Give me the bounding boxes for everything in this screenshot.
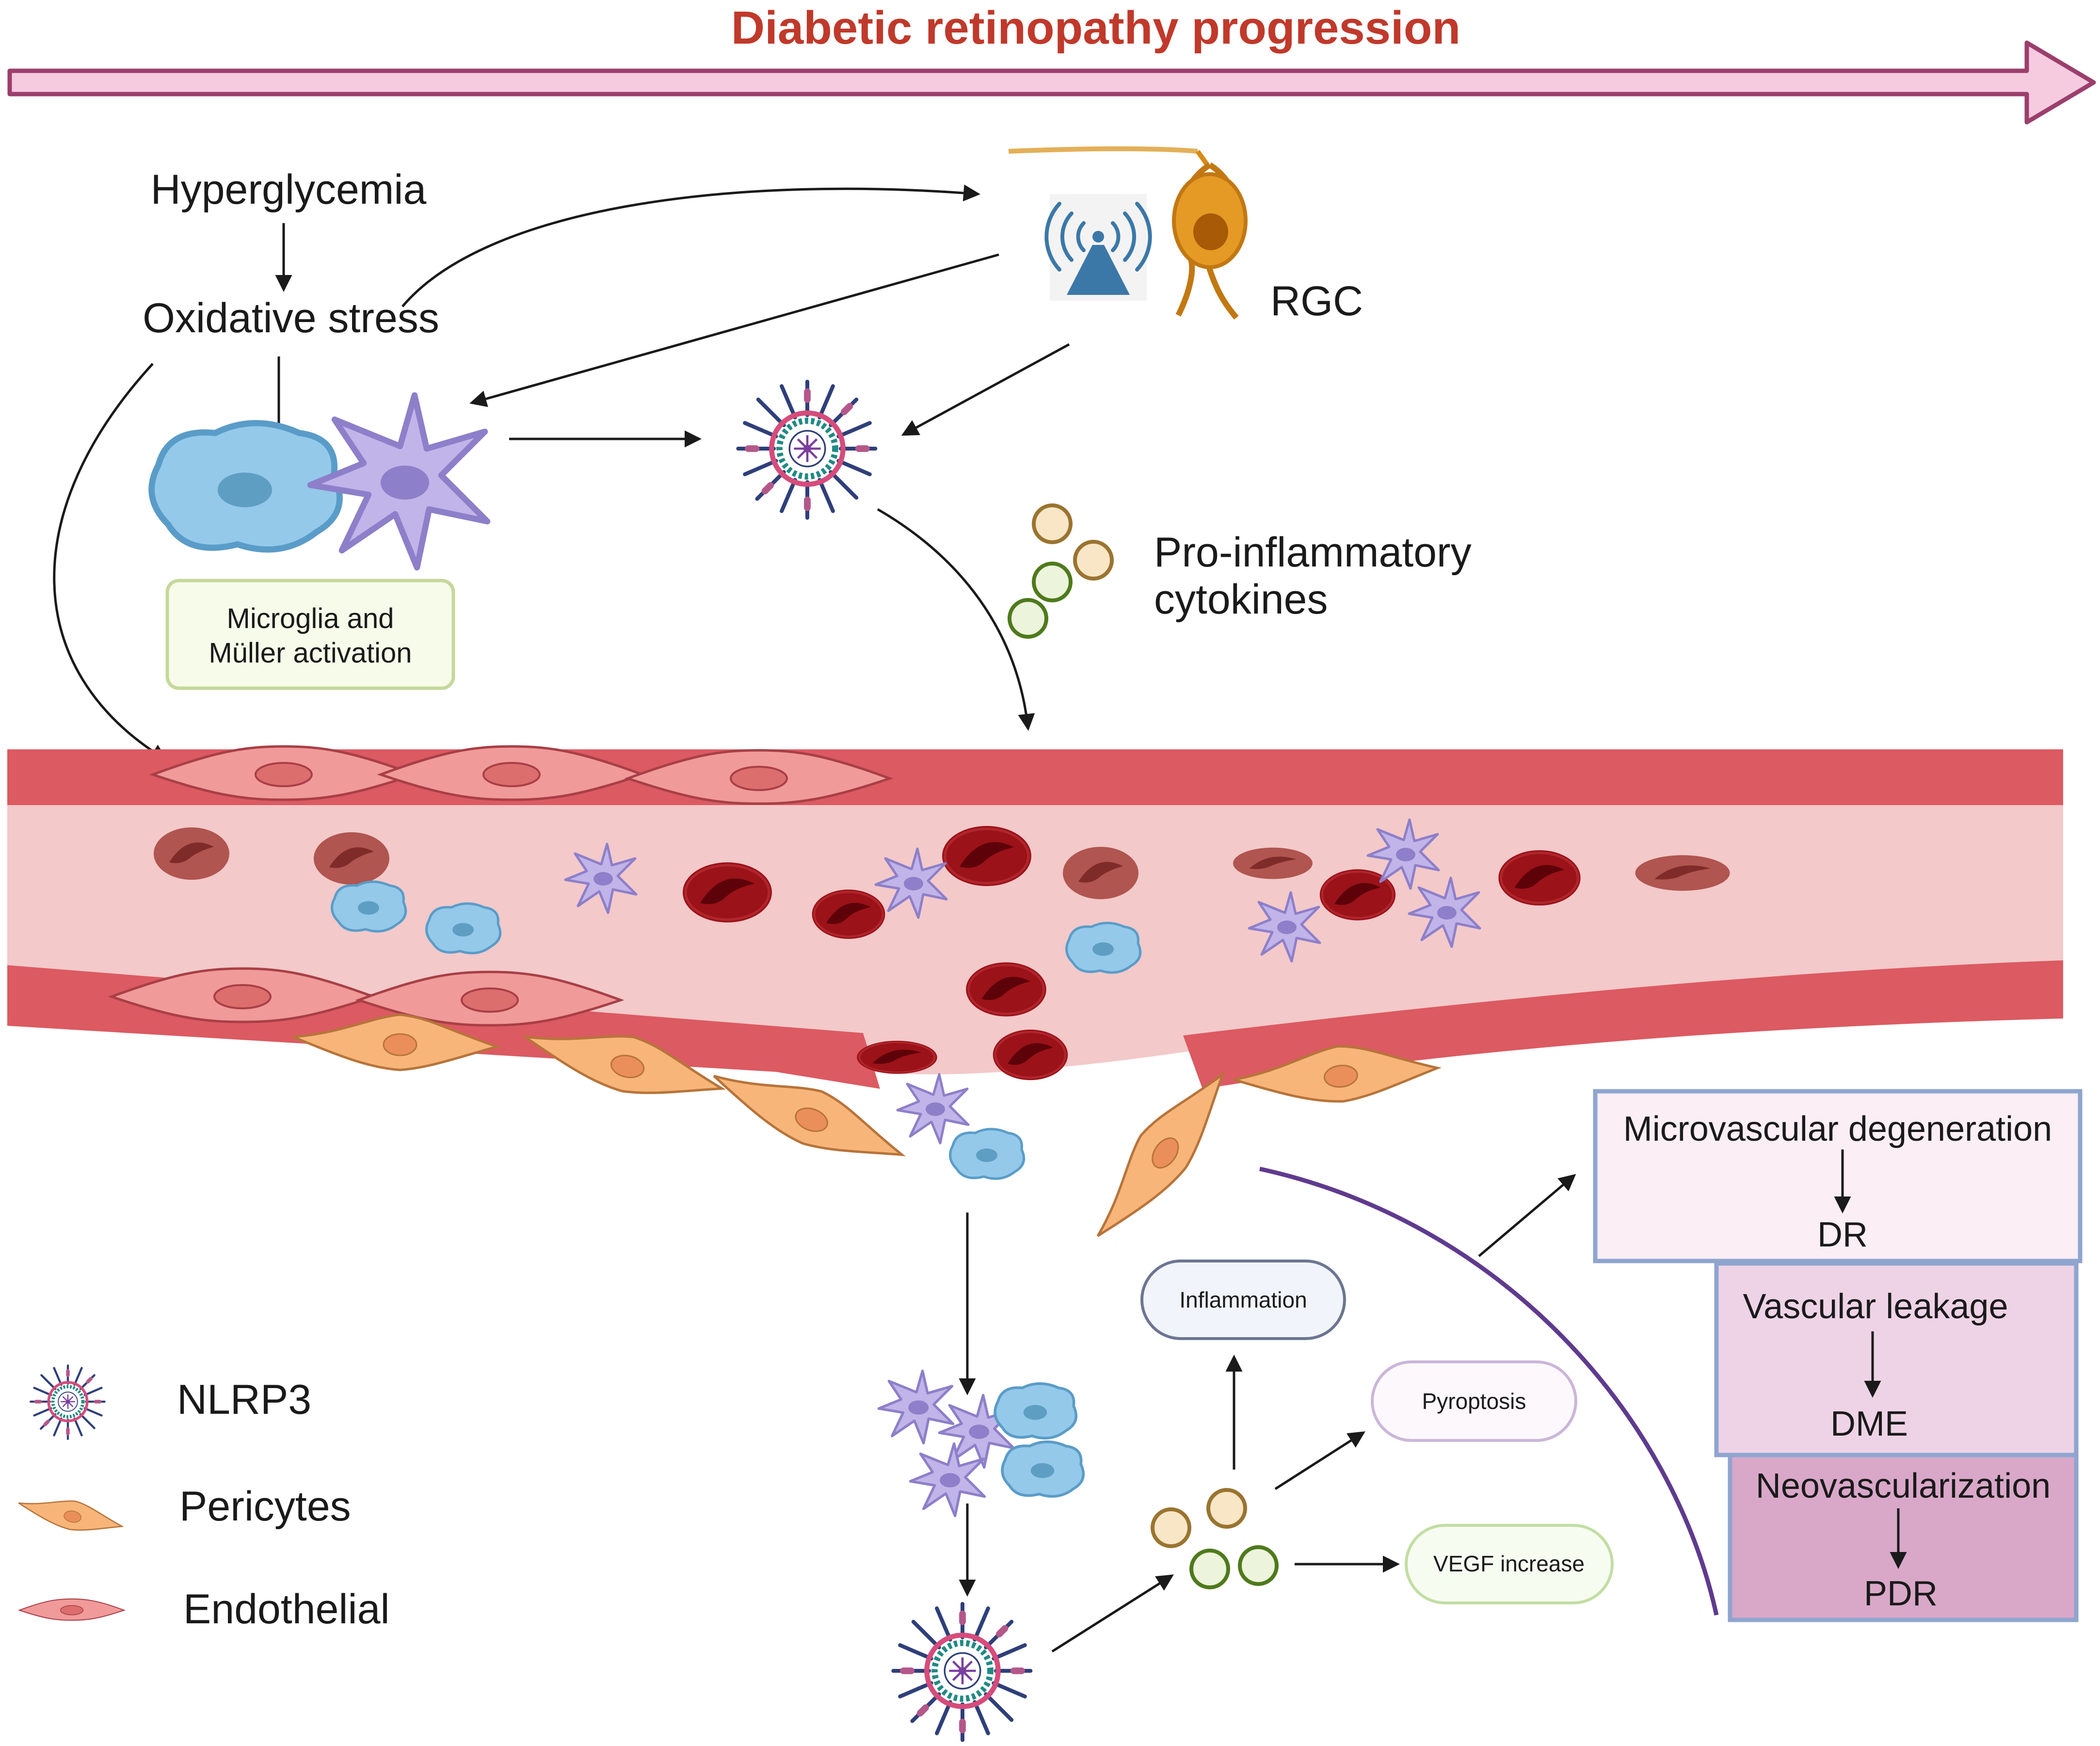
legend-endothelial-icon xyxy=(18,1598,125,1621)
progression-curve xyxy=(1259,1166,1719,1616)
stage-dme-box: Vascular leakage DME xyxy=(1714,1261,2079,1457)
oxidative-stress-label: Oxidative stress xyxy=(143,295,439,341)
legend-pericytes-label: Pericytes xyxy=(179,1483,351,1530)
svg-text:Microglia and: Microglia and xyxy=(227,603,394,634)
progression-arrow xyxy=(7,40,2096,125)
svg-text:Neovascularization: Neovascularization xyxy=(1756,1467,2051,1505)
legend: NLRP3 Pericytes Endothelial xyxy=(15,1366,390,1633)
hyperglycemia-label: Hyperglycemia xyxy=(151,166,427,213)
rgc-label: RGC xyxy=(1270,278,1363,324)
legend-endothelial-label: Endothelial xyxy=(183,1586,390,1633)
legend-pericyte-icon xyxy=(15,1491,126,1539)
stage-pdr-box: Neovascularization PDR xyxy=(1728,1453,2079,1622)
inflammation-pill: Inflammation xyxy=(1140,1260,1346,1340)
svg-text:Pyroptosis: Pyroptosis xyxy=(1422,1389,1526,1414)
microglia-large xyxy=(310,395,487,567)
stage-dr-box: Microvascular degeneration DR xyxy=(1593,1089,2083,1263)
legend-nlrp3-icon xyxy=(31,1366,105,1439)
cytokines-label-line2: cytokines xyxy=(1154,576,1328,623)
svg-text:PDR: PDR xyxy=(1864,1574,1938,1613)
svg-text:Müller activation: Müller activation xyxy=(208,637,412,669)
nlrp3-lower-icon xyxy=(893,1604,1030,1740)
nlrp3-upper-icon xyxy=(738,382,875,518)
signal-icon xyxy=(1044,194,1152,301)
svg-text:VEGF increase: VEGF increase xyxy=(1433,1551,1585,1576)
svg-text:Vascular leakage: Vascular leakage xyxy=(1743,1287,2008,1326)
cytokines-label-line1: Pro-inflammatory xyxy=(1154,529,1472,576)
vegf-increase-pill: VEGF increase xyxy=(1405,1524,1614,1604)
svg-text:Microvascular degeneration: Microvascular degeneration xyxy=(1623,1110,2052,1148)
diagram-title: Diabetic retinopathy progression xyxy=(731,2,1460,54)
svg-text:Inflammation: Inflammation xyxy=(1179,1287,1307,1312)
endothelial-cells-top xyxy=(153,746,890,804)
svg-text:DME: DME xyxy=(1830,1405,1908,1443)
svg-text:DR: DR xyxy=(1817,1215,1868,1254)
pyroptosis-pill: Pyroptosis xyxy=(1371,1360,1577,1442)
leaked-cells-cluster xyxy=(879,1371,1083,1516)
microglia-muller-box: Microglia and Müller activation xyxy=(165,579,455,690)
cytokines-upper-icon xyxy=(1010,505,1112,637)
cytokines-lower-icon xyxy=(1153,1490,1277,1587)
legend-nlrp3-label: NLRP3 xyxy=(177,1376,311,1423)
rgc-neuron-icon xyxy=(1008,146,1248,320)
